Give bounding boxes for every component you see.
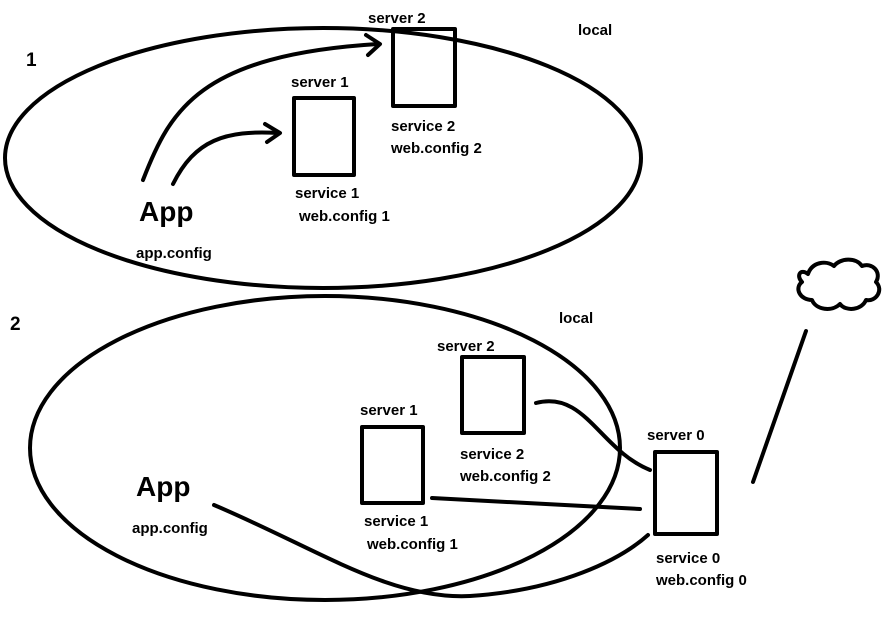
d1-arrow-to-server-2	[141, 42, 380, 182]
d1-arrowhead-server-2	[364, 33, 382, 57]
local-zone-1-label: local	[578, 22, 612, 39]
d1-server-2-label: server 2	[368, 10, 426, 27]
d1-arrow-to-server-1	[171, 130, 280, 186]
diagram-2: 2 local server 2 service 2 web.config 2 …	[10, 257, 882, 602]
d2-server-2-box	[460, 355, 526, 435]
d2-link-server-2-to-server-0	[534, 399, 652, 472]
d2-link-server-1-to-server-0	[430, 496, 642, 511]
d1-app-label: App	[139, 196, 193, 227]
diagram-1: 1 local server 2 service 2 web.config 2 …	[3, 10, 643, 290]
d2-service-0-label: service 0	[656, 550, 720, 567]
local-zone-2	[28, 294, 622, 602]
d2-web-config-1-label: web.config 1	[366, 536, 458, 553]
d2-app-label: App	[136, 471, 190, 502]
d1-service-2-label: service 2	[391, 118, 455, 135]
d2-link-app-to-server-0	[212, 503, 650, 599]
d1-server-2-box	[391, 27, 457, 108]
cloud-icon	[796, 257, 882, 311]
d2-web-config-0-label: web.config 0	[655, 572, 747, 589]
local-zone-1	[3, 26, 643, 290]
local-zone-2-label: local	[559, 310, 593, 327]
d2-server-2-label: server 2	[437, 338, 495, 355]
d2-server-1-label: server 1	[360, 402, 418, 419]
d1-arrowhead-server-1	[263, 122, 282, 144]
d1-web-config-1-label: web.config 1	[298, 208, 390, 225]
d2-app-config-label: app.config	[132, 520, 208, 537]
d2-link-server-0-to-cloud	[751, 329, 808, 484]
d2-server-1-box	[360, 425, 425, 505]
d2-server-0-label: server 0	[647, 427, 705, 444]
d2-web-config-2-label: web.config 2	[459, 468, 551, 485]
d1-server-1-label: server 1	[291, 74, 349, 91]
d2-service-1-label: service 1	[364, 513, 428, 530]
d2-server-0-box	[653, 450, 719, 536]
d1-service-1-label: service 1	[295, 185, 359, 202]
d2-service-2-label: service 2	[460, 446, 524, 463]
d1-app-config-label: app.config	[136, 245, 212, 262]
d1-web-config-2-label: web.config 2	[390, 140, 482, 157]
diagram-1-number: 1	[26, 50, 37, 71]
diagram-2-number: 2	[10, 314, 21, 335]
d1-server-1-box	[292, 96, 356, 177]
